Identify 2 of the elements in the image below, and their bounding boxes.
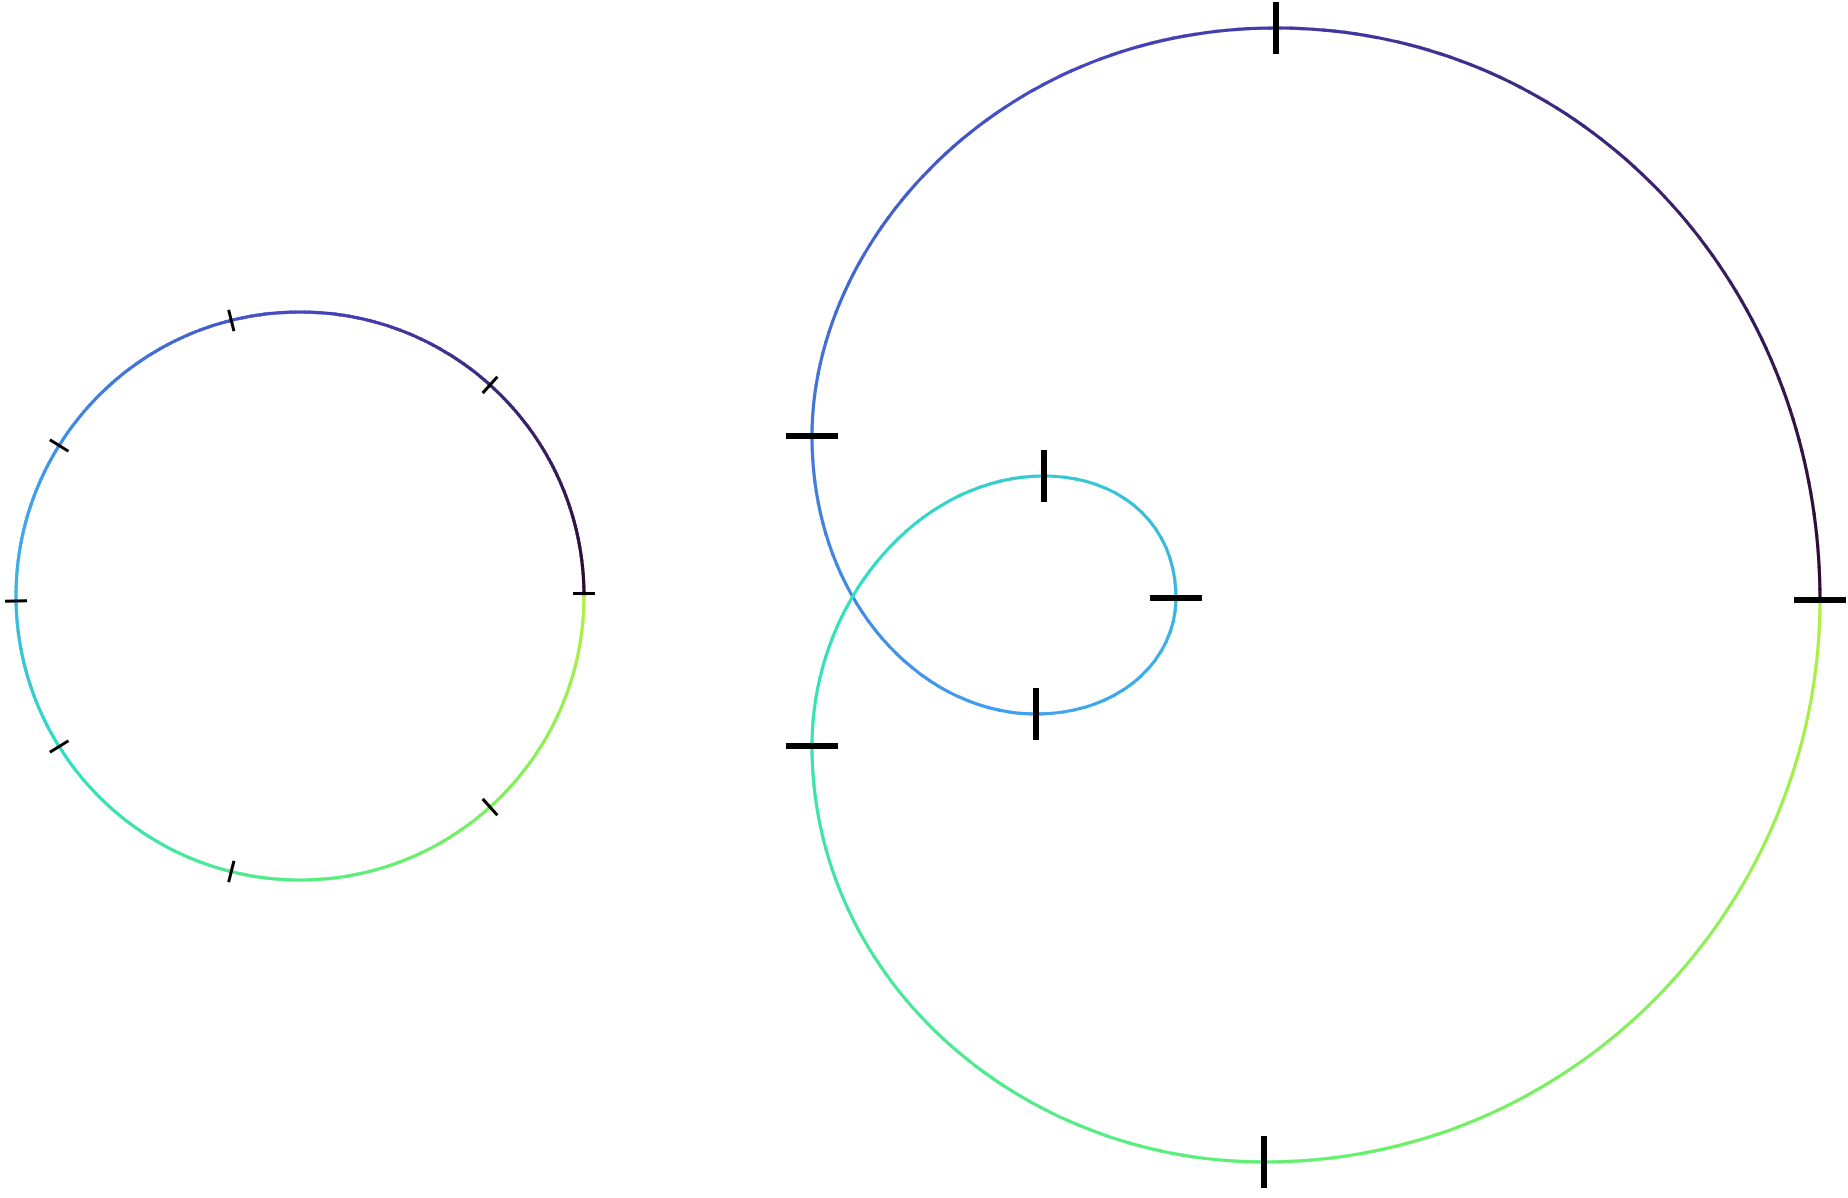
circle-curve-drawing <box>5 309 595 883</box>
looped-curve-drawing <box>786 2 1846 1188</box>
